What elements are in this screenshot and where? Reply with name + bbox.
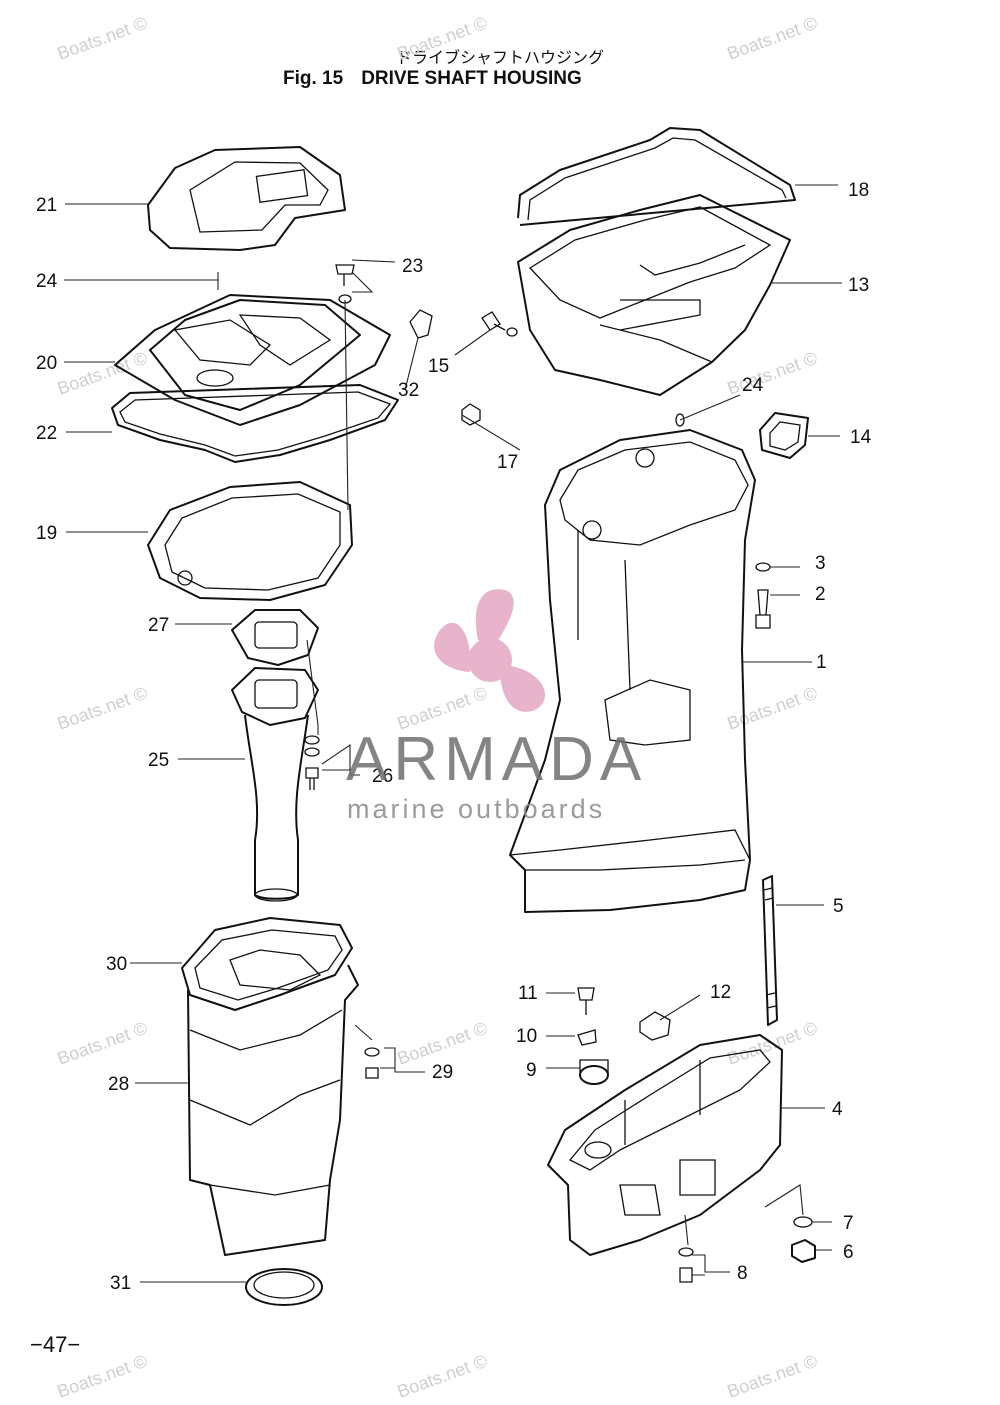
- callout-19: 19: [36, 523, 57, 544]
- grommet-12: [639, 1011, 671, 1041]
- watermark: Boats.net ©: [55, 348, 150, 399]
- callout-11: 11: [518, 983, 538, 1004]
- rubber-mount-14: [759, 412, 809, 459]
- callout-28: 28: [108, 1074, 129, 1095]
- callout-12: 12: [710, 982, 731, 1003]
- callout-30: 30: [106, 954, 127, 975]
- lower-housing-28: [187, 949, 359, 1256]
- callout-4: 4: [832, 1099, 843, 1120]
- plug-9: [579, 1059, 609, 1085]
- callout-8: 8: [737, 1263, 748, 1284]
- callout-7: 7: [843, 1213, 854, 1234]
- watermark: Boats.net ©: [725, 348, 820, 399]
- nut-6: [791, 1239, 816, 1263]
- japanese-title: ドライブシャフトハウジング: [395, 48, 604, 67]
- exhaust-tube-25: [231, 667, 319, 902]
- bolt-23: [335, 264, 355, 304]
- callout-21: 21: [36, 195, 57, 216]
- callout-15: 15: [428, 356, 449, 377]
- watermark: Boats.net ©: [55, 683, 150, 734]
- upper-cover-13: [517, 194, 791, 396]
- bolt-26: [304, 639, 320, 790]
- gasket-30: [181, 917, 353, 1011]
- callout-5: 5: [833, 896, 844, 917]
- callout-2: 2: [815, 584, 826, 605]
- callout-14: 14: [850, 427, 872, 448]
- watermark: Boats.net ©: [55, 13, 150, 64]
- callout-31: 31: [110, 1273, 131, 1294]
- plug-32: [404, 309, 433, 391]
- callout-13: 13: [848, 275, 869, 296]
- seal-22: [111, 384, 399, 463]
- washer-7: [793, 1216, 813, 1228]
- gasket-21: [147, 146, 346, 251]
- gasket-19: [147, 481, 353, 601]
- callout-26: 26: [372, 766, 393, 787]
- armada-wordmark: ARMADA: [346, 725, 647, 794]
- armada-tagline: marine outboards: [347, 794, 605, 824]
- watermark: Boats.net ©: [55, 1351, 150, 1402]
- drive-shaft-housing-1: [509, 429, 756, 913]
- callout-27: 27: [148, 615, 169, 636]
- bolt-8: [678, 1247, 694, 1283]
- lower-casing-4: [547, 1034, 783, 1256]
- nut-17: [461, 403, 481, 426]
- callout-1: 1: [816, 652, 827, 673]
- callout-23: 23: [402, 256, 423, 277]
- page-number: −47−: [30, 1332, 81, 1357]
- watermark: Boats.net ©: [725, 13, 820, 64]
- gasket-27: [231, 609, 319, 666]
- callout-18: 18: [848, 180, 869, 201]
- callout-25: 25: [148, 750, 169, 771]
- watermarks: Boats.net © Boats.net © Boats.net © Boat…: [55, 13, 820, 1402]
- washer-24b: [675, 413, 685, 427]
- bolt-11: [577, 987, 595, 1015]
- bolt-29: [354, 1024, 380, 1079]
- callout-6: 6: [843, 1242, 854, 1263]
- propeller-icon: [434, 589, 545, 712]
- callout-9: 9: [526, 1060, 537, 1081]
- figure-caption: Fig. 15 DRIVE SHAFT HOUSING: [283, 68, 582, 90]
- callout-17: 17: [497, 452, 518, 473]
- callout-22: 22: [36, 423, 57, 444]
- washer-10: [577, 1029, 597, 1046]
- callout-3: 3: [815, 553, 826, 574]
- bolt-2: [755, 589, 771, 629]
- callout-29: 29: [432, 1062, 453, 1083]
- leader-lines: [64, 184, 842, 1283]
- watermark: Boats.net ©: [725, 683, 820, 734]
- figure-title: DRIVE SHAFT HOUSING: [361, 68, 582, 89]
- callout-labels: 21 24 20 22 19 27 25 26 30 28 31 23 32 1…: [36, 180, 872, 1294]
- figure-number: Fig. 15: [283, 68, 344, 89]
- stud-5: [762, 875, 778, 1026]
- upper-mount-plate-20: [114, 294, 391, 426]
- callout-10: 10: [516, 1026, 537, 1047]
- watermark: Boats.net ©: [395, 13, 490, 64]
- washer-3: [755, 562, 771, 572]
- seal-ring-31: [245, 1268, 323, 1306]
- callout-20: 20: [36, 353, 57, 374]
- callout-32: 32: [398, 380, 419, 401]
- armada-logo: ARMADA marine outboards: [346, 589, 647, 824]
- bolt-15: [481, 311, 518, 337]
- watermark: Boats.net ©: [55, 1018, 150, 1069]
- watermark: Boats.net ©: [395, 1351, 490, 1402]
- watermark: Boats.net ©: [725, 1351, 820, 1402]
- callout-24b: 24: [742, 375, 764, 396]
- cover-seal-18: [517, 127, 796, 226]
- callout-24: 24: [36, 271, 58, 292]
